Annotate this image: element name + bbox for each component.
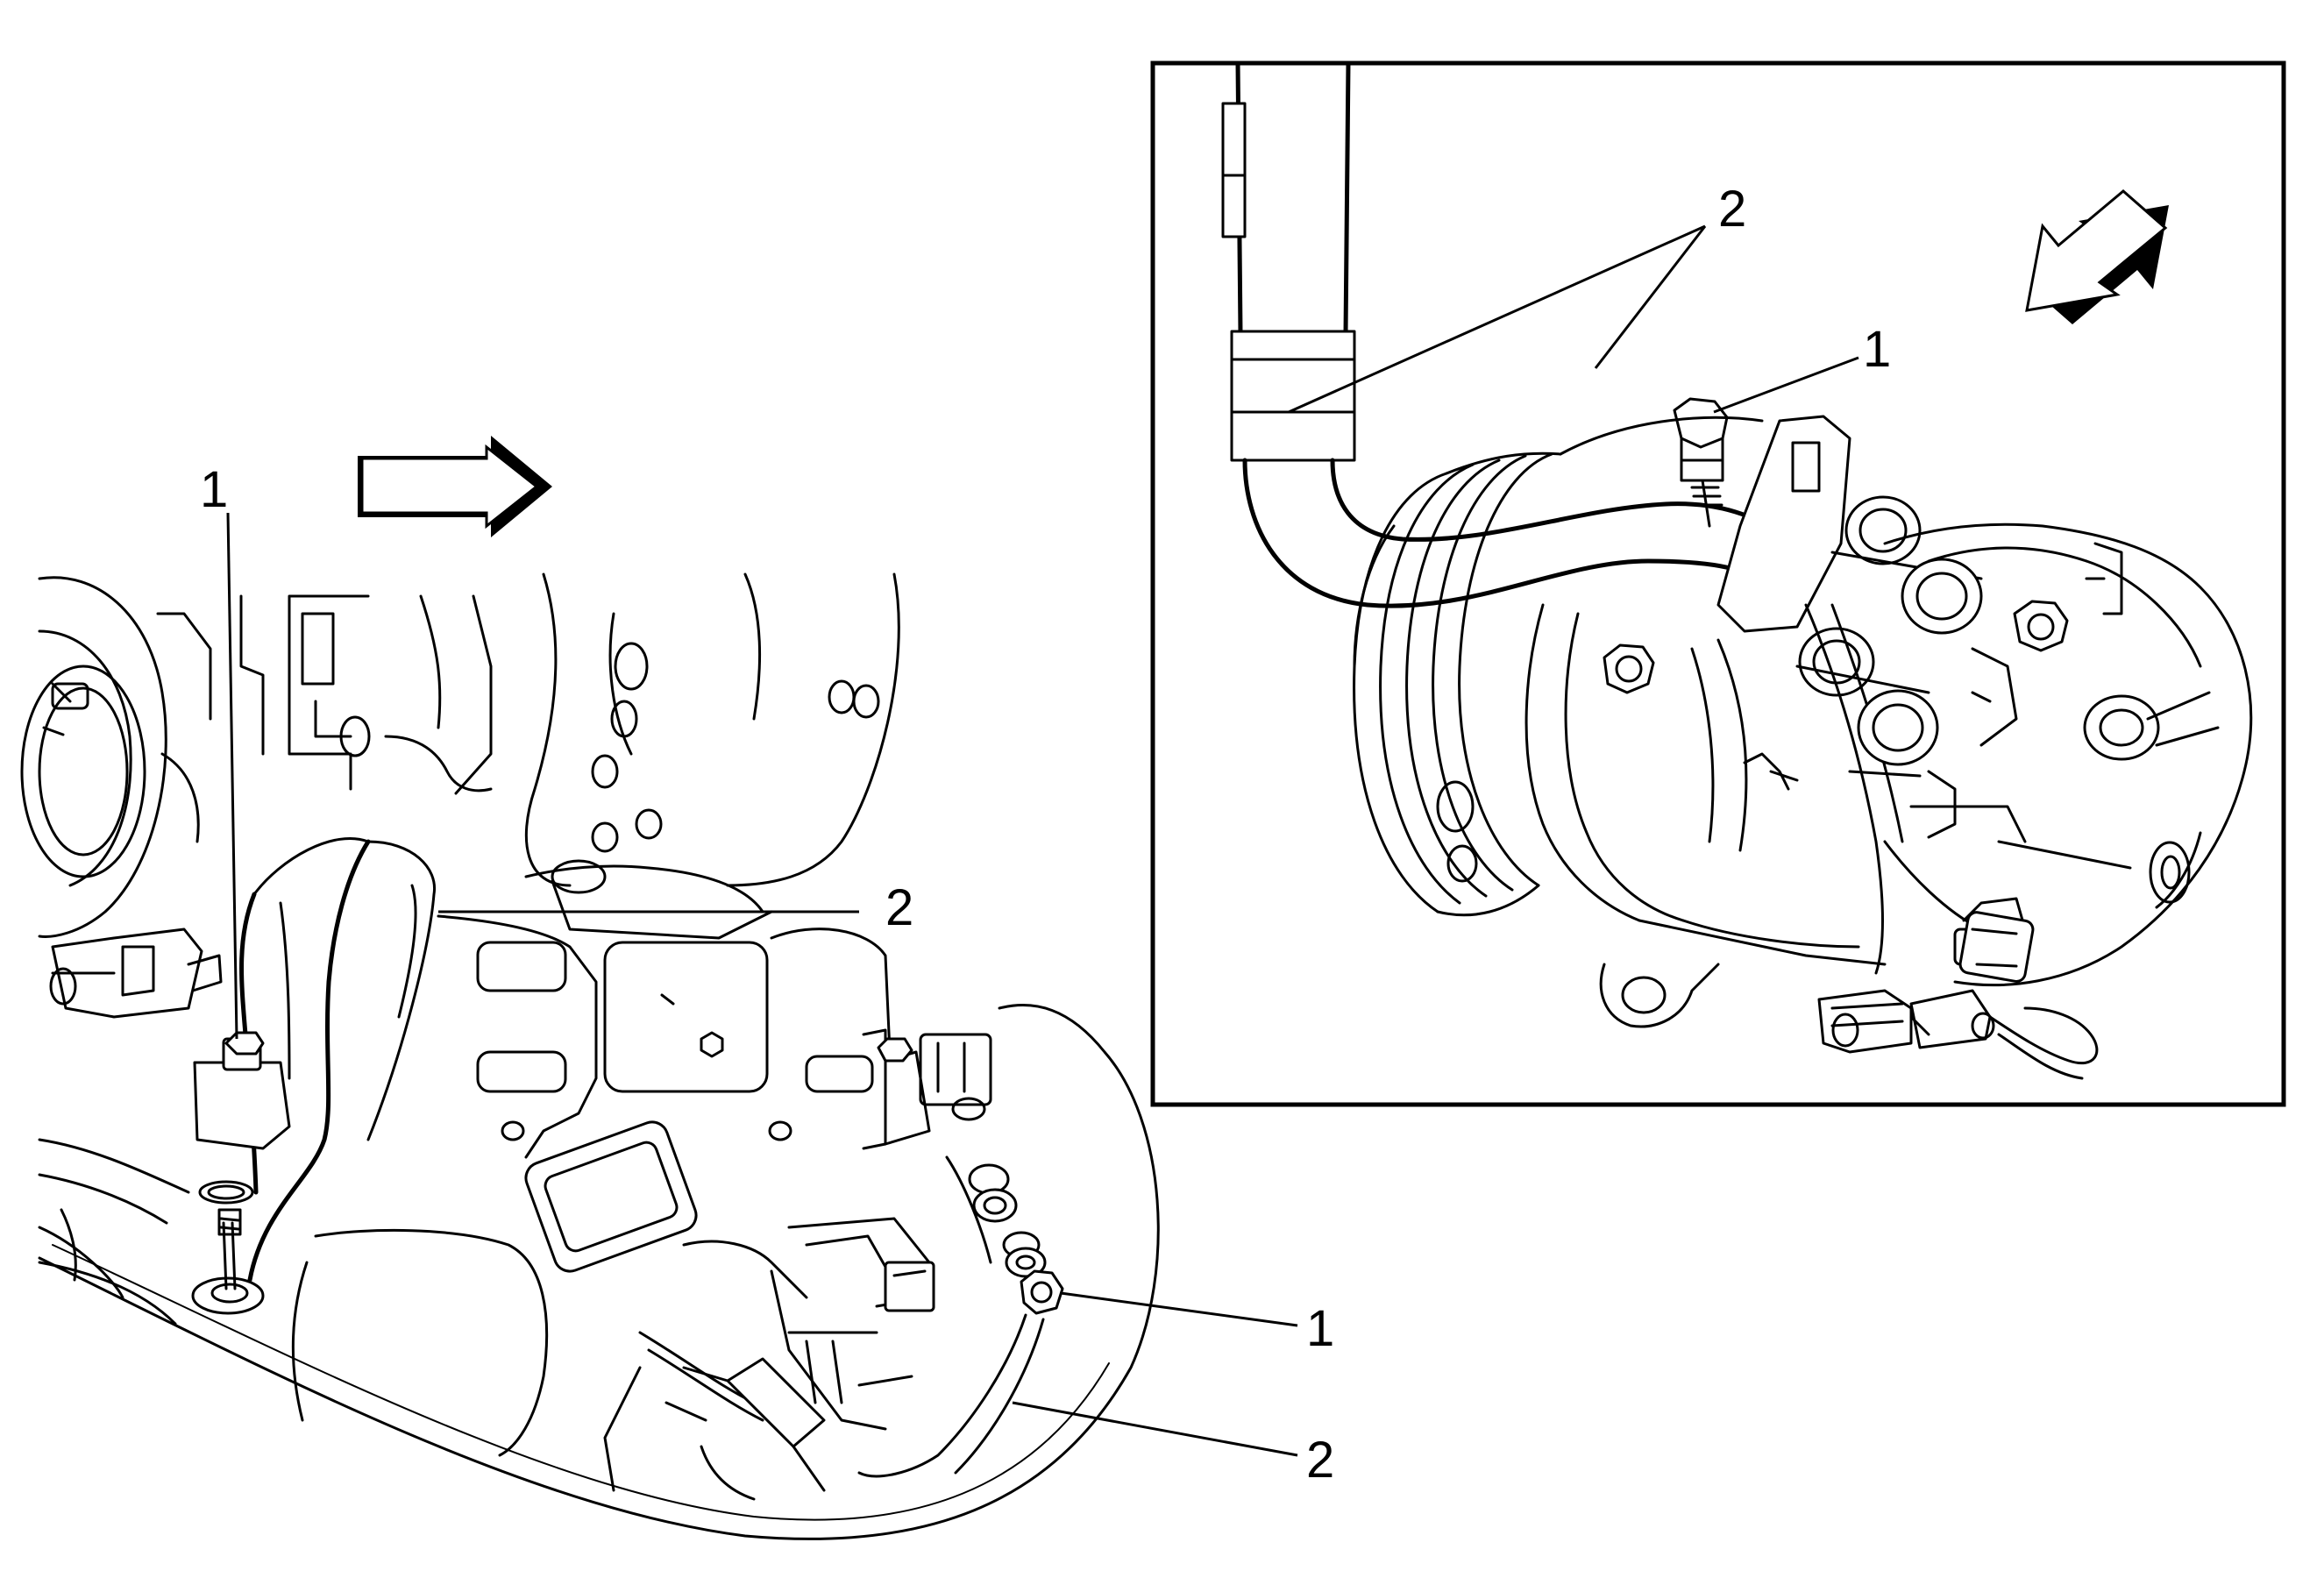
- leader-inset-1: [1713, 356, 1859, 414]
- callout-main-1-left: 1: [200, 461, 228, 518]
- inset-view: 2 1: [1150, 60, 2286, 1107]
- callout-main-1-right: 1: [1306, 1300, 1334, 1357]
- main-view: 1 2 1 2: [20, 436, 1334, 1540]
- engine-outline-lower: [38, 1004, 1160, 1540]
- callout-inset-1: 1: [1863, 321, 1891, 378]
- mounting-plate: [437, 914, 892, 1501]
- inset-direction-arrow-icon: [2025, 189, 2169, 324]
- inset-compressor-head: [1848, 522, 2253, 987]
- inset-compressor-body: [1524, 416, 1983, 1028]
- leader-inset-2a: [1288, 224, 1706, 414]
- hose-fitting-right: [857, 1028, 1064, 1478]
- connector-clip-bottom: [665, 1217, 935, 1492]
- main-direction-arrow-icon: [358, 436, 552, 537]
- leader-main-1-left: [226, 512, 238, 1040]
- leader-main-1-right: [1060, 1291, 1298, 1327]
- inset-wiring-connector: [1817, 897, 2099, 1080]
- callout-main-2-right: 2: [1306, 1432, 1334, 1489]
- turbo-housing: [20, 576, 167, 938]
- hose-fitting-left: [191, 1031, 291, 1315]
- engine-block: [156, 572, 900, 940]
- wiring-connector-left: [49, 928, 223, 1019]
- leader-main-2-right: [1012, 1401, 1298, 1457]
- main-callout-leaders: [226, 512, 1298, 1457]
- leader-inset-2b: [1594, 225, 1707, 369]
- inset-callout-leaders: [1288, 224, 1859, 414]
- lower-left-structure: [38, 1138, 549, 1457]
- inset-fitting-block: [1673, 397, 1851, 633]
- callout-inset-2: 2: [1718, 181, 1746, 238]
- inset-hose: [1221, 60, 1778, 608]
- inset-compressor-pulley: [1353, 451, 1562, 917]
- refrigerant-hose-main: [239, 836, 437, 1283]
- callout-main-2-top: 2: [885, 879, 913, 936]
